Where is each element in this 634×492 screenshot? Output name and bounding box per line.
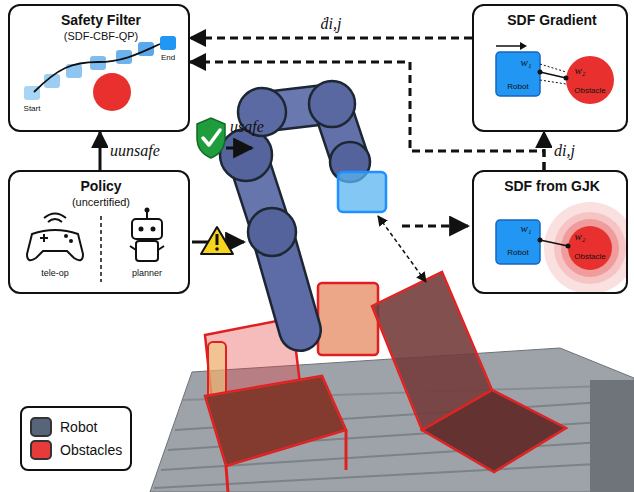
process-box: SDF Gradient w₁ w₂ Robot Obstacle xyxy=(472,4,628,132)
process-box: Policy (uncertified) tele-op planner xyxy=(8,170,190,294)
box-text: Robot xyxy=(507,82,528,91)
box-text: Start xyxy=(24,104,41,113)
box-text: w₁ xyxy=(520,56,531,69)
box-text: Obstacle xyxy=(574,86,606,95)
box-text: planner xyxy=(132,268,162,278)
legend-text: Obstacles xyxy=(60,442,122,458)
box-text: w₂ xyxy=(574,64,585,77)
box-text: (uncertified) xyxy=(72,196,130,209)
legend-text: Robot xyxy=(60,419,97,435)
legend-row: Obstacles xyxy=(30,440,122,460)
box-title: SDF from GJK xyxy=(504,178,600,194)
box-title: Policy xyxy=(80,178,121,194)
legend-row: Robot xyxy=(30,417,122,437)
front-obstacles xyxy=(205,272,566,492)
process-box: SDF from GJK w₁ w₂ Robot Obstacle xyxy=(472,170,628,294)
legend-swatch xyxy=(30,440,52,460)
legend-swatch xyxy=(30,417,52,437)
signal-label: uunsafe xyxy=(108,142,162,160)
box-text: (SDF-CBF-QP) xyxy=(64,30,139,43)
process-box: Safety Filter (SDF-CBF-QP) Start End xyxy=(8,4,190,132)
box-text: w₂ xyxy=(574,230,585,243)
signal-label: di,j xyxy=(552,142,577,160)
query-arrow xyxy=(402,225,468,228)
box-text: End xyxy=(161,53,175,62)
legend: RobotObstacles xyxy=(20,406,132,471)
robot-arm xyxy=(220,81,386,330)
signal-label: usafe xyxy=(230,118,264,136)
connector xyxy=(190,37,472,40)
connector xyxy=(99,132,102,170)
warning-icon xyxy=(201,227,233,254)
box-title: Safety Filter xyxy=(61,12,141,28)
shield-icon xyxy=(197,118,225,158)
box-title: SDF Gradient xyxy=(507,12,596,28)
box-text: tele-op xyxy=(41,268,69,278)
box-text: w₁ xyxy=(520,222,531,235)
box-text: Obstacle xyxy=(574,252,606,261)
safe-command-arrow xyxy=(226,147,252,150)
signal-label: ḋi,j xyxy=(319,15,344,33)
box-text: Robot xyxy=(507,248,528,257)
